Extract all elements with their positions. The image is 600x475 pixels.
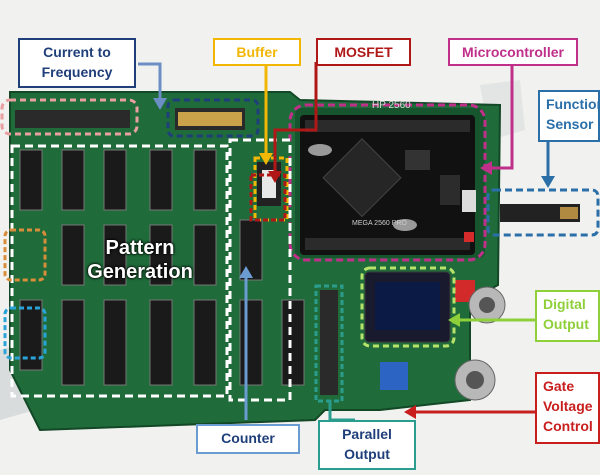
function-sensor-box <box>486 188 600 237</box>
reset-button <box>464 232 474 242</box>
mcu-header-top <box>305 120 470 132</box>
mcu-component <box>440 175 460 205</box>
label-function-sensor: Function Sensor <box>538 90 600 142</box>
label-counter: Counter <box>196 424 300 454</box>
header-box-pink <box>0 98 139 136</box>
mcu-chip <box>322 138 402 218</box>
label-digital-output: Digital Output <box>535 290 600 342</box>
arrowheads <box>153 98 555 419</box>
oled-screen <box>375 282 440 330</box>
label-buffer: Buffer <box>213 38 301 66</box>
sensor-tip <box>560 207 578 219</box>
top-headers <box>15 108 245 130</box>
label-pattern-generation: Pattern Generation <box>87 237 193 283</box>
label-current-to-frequency: Current to Frequency <box>18 38 136 88</box>
red-button <box>455 280 475 302</box>
potentiometer <box>380 362 408 390</box>
counter-box <box>228 138 292 402</box>
label-parallel-output: Parallel Output <box>318 420 416 470</box>
mcu-silkscreen-chip: MEGA 2560 PRO <box>352 220 407 227</box>
bnc-connector-top-center <box>479 297 495 313</box>
pattern-ic-grid <box>19 149 305 386</box>
orange-box <box>3 228 47 282</box>
label-gate-voltage-control: Gate Voltage Control <box>535 372 600 444</box>
mcu-regulator <box>405 150 430 170</box>
mcu-crystal-2 <box>393 219 417 231</box>
leader-lines <box>138 62 556 422</box>
label-microcontroller: Microcontroller <box>448 38 578 66</box>
mcu-header-bottom <box>305 238 470 250</box>
label-mosfet: MOSFET <box>316 38 411 66</box>
digital-output-box <box>360 266 456 348</box>
cyan-box <box>3 306 47 360</box>
usb-connector <box>462 190 476 212</box>
parallel-header <box>320 290 338 395</box>
mcu-crystal <box>308 144 332 156</box>
mcu-silkscreen-top: HP 2560 <box>372 100 411 111</box>
microcontroller-box <box>288 103 487 262</box>
buffer-box <box>253 156 289 222</box>
pattern-generation-box <box>10 144 229 398</box>
bnc-connector-bottom-center <box>466 371 484 389</box>
mosfet-box <box>249 173 287 222</box>
